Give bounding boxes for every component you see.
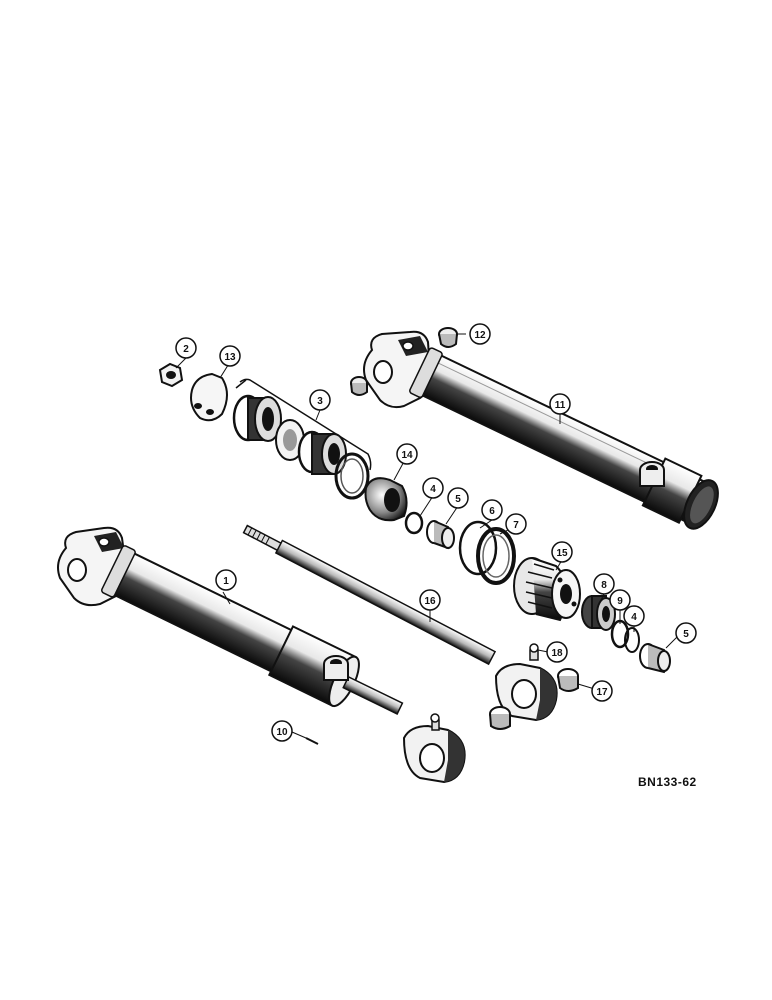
callout-18: 18 <box>546 641 568 663</box>
backup-ring-7 <box>476 527 516 585</box>
callout-2: 2 <box>175 337 197 359</box>
bushing-upper-loose <box>350 376 368 396</box>
svg-text:10: 10 <box>276 727 288 738</box>
callout-12: 12 <box>469 323 491 345</box>
drawing-code: BN133-62 <box>638 775 697 789</box>
callout-15: 15 <box>551 541 573 563</box>
svg-text:5: 5 <box>683 629 689 640</box>
svg-text:11: 11 <box>555 400 566 411</box>
callout-6: 6 <box>481 499 503 521</box>
bushing-5-upper <box>426 520 455 550</box>
callout-13: 13 <box>219 345 241 367</box>
callout-4-lower: 4 <box>623 605 645 627</box>
bushing-lower-loose <box>489 706 511 730</box>
callout-17: 17 <box>591 680 613 702</box>
piston-rod-16 <box>242 524 558 722</box>
svg-text:2: 2 <box>183 344 189 355</box>
callout-3: 3 <box>309 389 331 411</box>
svg-text:18: 18 <box>551 648 563 659</box>
svg-text:7: 7 <box>513 520 519 531</box>
fitting-10 <box>305 737 319 745</box>
callout-8: 8 <box>593 573 615 595</box>
bushing-17 <box>557 668 579 692</box>
svg-text:9: 9 <box>617 596 623 607</box>
svg-text:6: 6 <box>489 506 495 517</box>
callout-16: 16 <box>419 589 441 611</box>
callouts: 1 2 3 4 4 5 5 6 <box>175 323 697 742</box>
svg-text:17: 17 <box>596 687 608 698</box>
o-ring-4-lower <box>624 627 640 653</box>
bushing-5-lower <box>639 643 671 674</box>
svg-text:1: 1 <box>223 576 229 587</box>
svg-text:16: 16 <box>424 596 436 607</box>
svg-text:3: 3 <box>317 396 323 407</box>
svg-text:13: 13 <box>224 352 236 363</box>
bushing-12 <box>438 327 458 348</box>
callout-7: 7 <box>505 513 527 535</box>
callout-4-upper: 4 <box>422 477 444 499</box>
piston-nut-13 <box>190 372 228 422</box>
lock-nut-2 <box>158 362 184 388</box>
svg-text:8: 8 <box>601 580 607 591</box>
cylinder-head-15 <box>513 557 581 622</box>
svg-text:12: 12 <box>474 330 486 341</box>
piston-assembly-3 <box>232 378 372 500</box>
callout-10: 10 <box>271 720 293 742</box>
svg-text:4: 4 <box>631 612 637 623</box>
svg-text:14: 14 <box>401 450 413 461</box>
callout-11: 11 <box>549 393 571 415</box>
gland-14 <box>364 477 408 522</box>
svg-text:15: 15 <box>556 548 568 559</box>
cylinder-assembly-lower <box>57 526 466 784</box>
seal-ring-6 <box>458 520 498 576</box>
callout-1: 1 <box>215 569 237 591</box>
svg-text:4: 4 <box>430 484 436 495</box>
o-ring-4-upper <box>404 511 424 535</box>
callout-9: 9 <box>609 589 631 611</box>
svg-text:5: 5 <box>455 494 461 505</box>
grease-fitting-18 <box>529 643 539 661</box>
cylinder-barrel-upper <box>363 330 719 530</box>
callout-14: 14 <box>396 443 418 465</box>
wiper-8 <box>581 595 616 631</box>
callout-5-upper: 5 <box>447 487 469 509</box>
callout-5-lower: 5 <box>675 622 697 644</box>
